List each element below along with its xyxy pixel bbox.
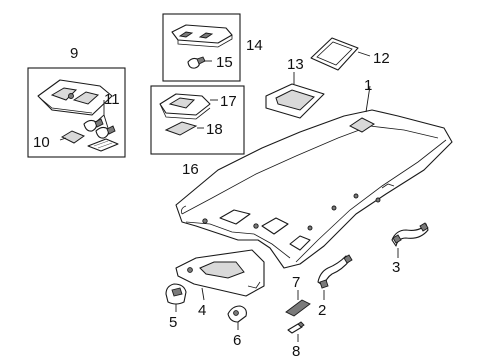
bulb-15 (187, 56, 206, 69)
callout-2: 2 (318, 302, 326, 319)
callout-5: 5 (169, 314, 177, 331)
bulb-8 (287, 321, 305, 342)
callout-4: 4 (198, 302, 206, 319)
map-lamp-lens-right (72, 91, 100, 105)
callout-17: 17 (220, 93, 237, 110)
lamp-unit-group (162, 13, 241, 82)
bulb-11b (95, 125, 116, 139)
lens-10 (60, 130, 86, 144)
callout-11: 11 (104, 91, 120, 108)
map-lamp-lens-left (50, 87, 78, 101)
visor-clip-6 (227, 305, 247, 330)
map-lamp-housing (37, 79, 113, 116)
callout-16: 16 (182, 161, 199, 178)
headliner-1 (175, 85, 453, 269)
visor-mirror (199, 261, 245, 279)
assist-grip-3 (391, 222, 429, 258)
callout-1: 1 (364, 77, 372, 94)
callout-9: 9 (70, 45, 78, 62)
lens-18 (164, 121, 198, 136)
group-frame-16 (150, 85, 245, 155)
callout-3: 3 (392, 259, 400, 276)
visor-bracket-5 (165, 283, 187, 312)
lens-cover (87, 138, 119, 152)
callout-6: 6 (233, 332, 241, 349)
group-frame-9 (27, 67, 126, 158)
sun-visor-4 (175, 249, 265, 301)
assist-grip-2 (317, 254, 353, 300)
callout-8: 8 (292, 343, 300, 360)
lamp-lens-7 (285, 290, 311, 317)
bulb-11a (83, 118, 104, 132)
headliner-sunroof-opening (349, 117, 375, 133)
callout-10: 10 (33, 134, 50, 151)
sunroof-trim-13 (265, 72, 325, 119)
trim-frame-12 (310, 37, 371, 71)
lamp-assembly-group (150, 85, 245, 155)
callout-18: 18 (206, 121, 223, 138)
callout-7: 7 (292, 274, 300, 291)
callout-14: 14 (246, 37, 263, 54)
group-frame-14 (162, 13, 241, 82)
callout-13: 13 (287, 56, 304, 73)
lamp-unit-14 (171, 24, 233, 44)
callout-15: 15 (216, 54, 233, 71)
map-lamp-group (27, 67, 126, 158)
callout-12: 12 (373, 50, 390, 67)
